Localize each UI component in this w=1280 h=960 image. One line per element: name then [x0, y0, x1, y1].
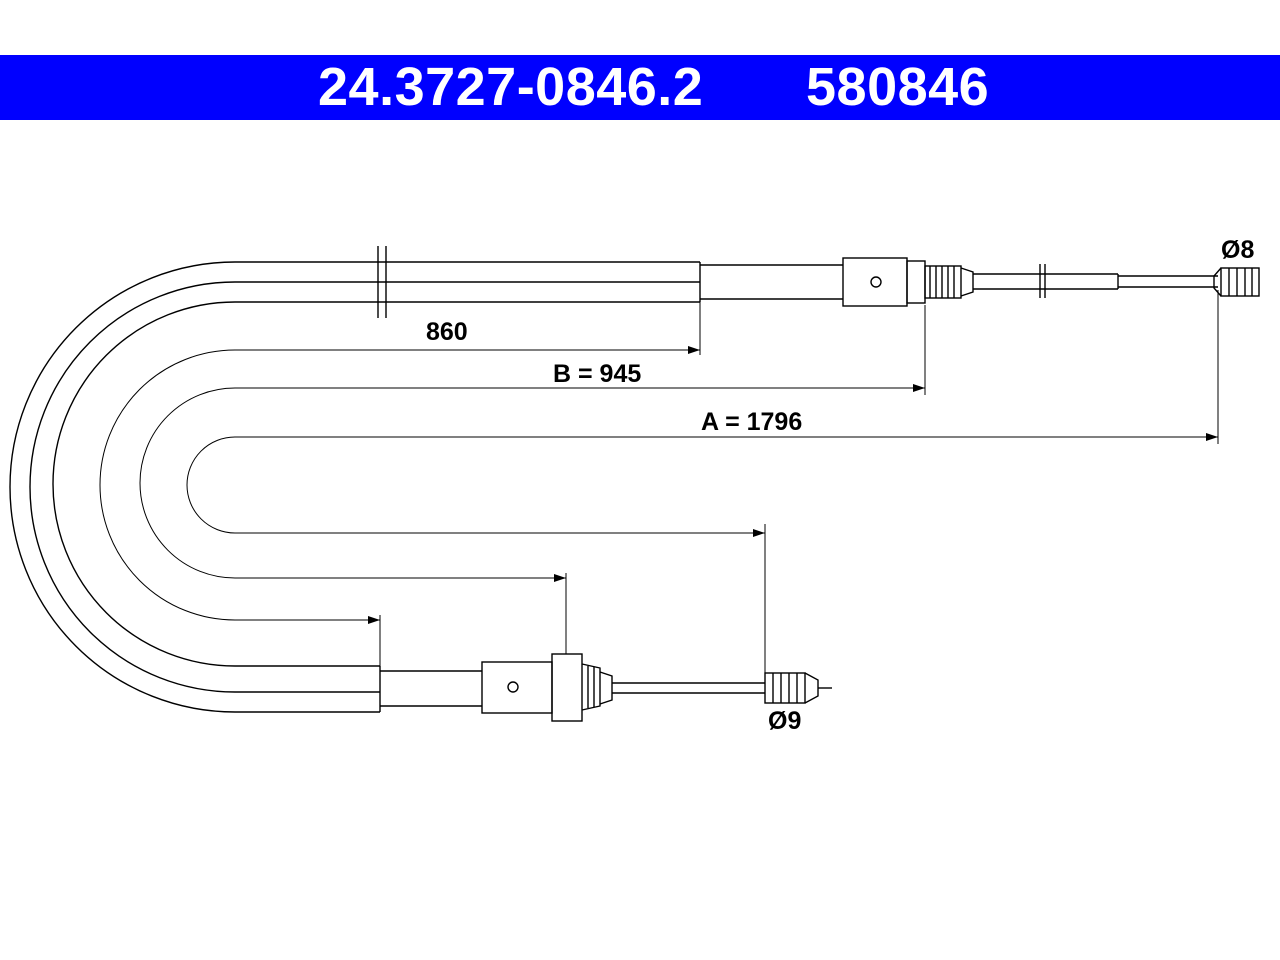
sheath-middle-line — [29, 281, 700, 693]
dimension-860-label: 860 — [426, 318, 468, 346]
top-end-nipple — [1220, 267, 1260, 297]
part-number: 24.3727-0846.2 — [318, 57, 704, 117]
dimension-b-label: B = 945 — [553, 360, 641, 388]
bottom-diameter-label: Ø9 — [768, 707, 801, 735]
dim-860 — [99, 349, 700, 621]
top-fitting — [842, 257, 908, 307]
top-spring — [924, 265, 974, 299]
sheath-outer-line — [9, 261, 700, 713]
sheath-inner-line — [52, 301, 700, 667]
dimension-a-label: A = 1796 — [701, 408, 802, 436]
bottom-fitting — [481, 661, 553, 714]
top-diameter-label: Ø8 — [1221, 236, 1254, 264]
title-bar: 24.3727-0846.2 580846 — [0, 55, 1280, 120]
reference-number: 580846 — [806, 57, 990, 117]
dim-b — [139, 387, 925, 579]
bottom-end-nipple — [764, 672, 806, 704]
dim-a — [186, 436, 1218, 534]
